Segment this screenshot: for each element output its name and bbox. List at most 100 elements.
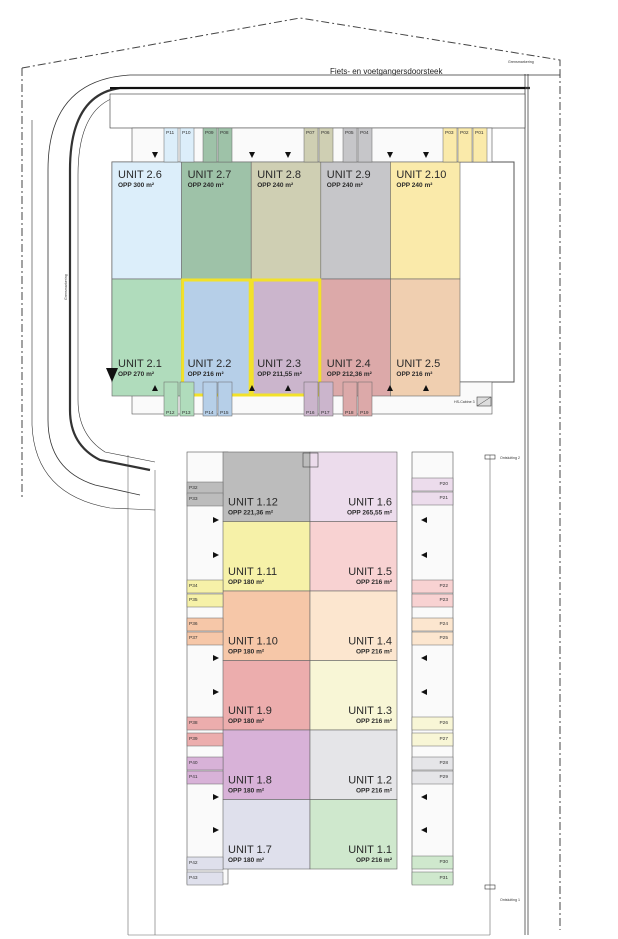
parking-spot: [457, 127, 473, 163]
unit-1-3[interactable]: [309, 660, 398, 731]
unit-title: UNIT 2.7: [188, 169, 232, 181]
unit-2-5[interactable]: [390, 278, 461, 397]
unit-2-2[interactable]: [181, 278, 252, 397]
unit-title: UNIT 2.4: [327, 358, 371, 370]
unit-1-5[interactable]: [309, 521, 398, 592]
unit-area: OPP 265,55 m²: [347, 510, 393, 517]
door-arrow-icon: [423, 152, 429, 158]
unit-2-7[interactable]: [181, 161, 252, 280]
door-arrow-icon: [213, 655, 219, 661]
unit-1-9[interactable]: [222, 660, 311, 731]
parking-label: P14: [205, 410, 214, 416]
parking-spot: [357, 127, 373, 163]
parking-label: P17: [321, 410, 330, 416]
parking-label: P02: [460, 130, 469, 136]
left-road-label: Grensmarkering: [64, 274, 68, 300]
door-arrow-icon: [285, 152, 291, 158]
parking-label: P12: [166, 410, 175, 416]
unit-2-3[interactable]: [250, 278, 322, 397]
unit-title: UNIT 2.6: [118, 169, 162, 181]
door-arrow-icon: [249, 385, 255, 391]
door-arrow-icon: [213, 827, 219, 833]
unit-1-4[interactable]: [309, 590, 398, 661]
parking-label: P23: [439, 597, 448, 603]
parking-label: P06: [321, 130, 330, 136]
unit-area: OPP 300 m²: [118, 182, 155, 189]
door-arrow-icon: [152, 152, 158, 158]
door-arrow-icon: [213, 517, 219, 523]
parking-label: P30: [439, 859, 448, 865]
parking-label: P39: [189, 736, 198, 742]
parking-spot: [411, 617, 454, 632]
unit-1-8[interactable]: [222, 729, 311, 800]
parking-spot: [163, 127, 179, 163]
unit-2-10[interactable]: [390, 161, 461, 280]
door-arrow-icon: [421, 689, 427, 695]
unit-title: UNIT 2.2: [188, 358, 232, 370]
unit-2-1[interactable]: [111, 278, 182, 397]
unit-1-1[interactable]: [309, 799, 398, 870]
unit-area: OPP 216 m²: [356, 649, 393, 656]
unit-2-4[interactable]: [320, 278, 391, 397]
door-arrow-icon: [213, 552, 219, 558]
parking-spot: [411, 631, 454, 646]
parking-spot: [202, 127, 218, 163]
unit-1-2[interactable]: [309, 729, 398, 800]
unit-area: OPP 212,36 m²: [327, 371, 373, 378]
door-arrow-icon: [421, 655, 427, 661]
parking-spot: [202, 381, 218, 417]
unit-highlight: [250, 278, 322, 397]
parking-spot: [472, 127, 488, 163]
parking-spot: [186, 732, 224, 747]
access-road: [31, 74, 560, 511]
unit-area: OPP 180 m²: [228, 788, 265, 795]
unit-area: OPP 216 m²: [356, 788, 393, 795]
unit-1-12[interactable]: [222, 451, 311, 522]
unit-area: OPP 180 m²: [228, 857, 265, 864]
unit-title: UNIT 1.1: [348, 844, 392, 856]
parking-label: P32: [189, 485, 198, 491]
unit-title: UNIT 2.8: [257, 169, 301, 181]
parking-label: P22: [439, 583, 448, 589]
access-bottom-label: Ontsluiting 1: [500, 898, 520, 902]
parking-label: P25: [439, 635, 448, 641]
parking-spot: [186, 631, 224, 646]
door-arrow-icon: [213, 689, 219, 695]
parking-spot: [411, 491, 454, 506]
unit-2-8[interactable]: [250, 161, 322, 280]
unit-1-11[interactable]: [222, 521, 311, 592]
unit-title: UNIT 2.10: [396, 169, 446, 181]
parking-label: P01: [475, 130, 484, 136]
door-arrow-icon: [387, 152, 393, 158]
parking-spot: [217, 127, 233, 163]
unit-area: OPP 240 m²: [257, 182, 294, 189]
parking-label: P04: [360, 130, 369, 136]
unit-title: UNIT 1.9: [228, 705, 272, 717]
door-arrow-icon: [421, 552, 427, 558]
parking-spot: [357, 381, 373, 417]
unit-2-6[interactable]: [111, 161, 182, 280]
unit-title: UNIT 1.5: [348, 566, 392, 578]
parking-spot: [186, 756, 224, 771]
unit-title: UNIT 1.6: [348, 497, 392, 509]
unit-area: OPP 216 m²: [356, 579, 393, 586]
parking-label: P26: [439, 720, 448, 726]
parking-spot: [342, 381, 358, 417]
parking-label: P36: [189, 621, 198, 627]
door-arrow-icon: [152, 385, 158, 391]
unit-title: UNIT 1.3: [348, 705, 392, 717]
parking-label: P19: [360, 410, 369, 416]
unit-area: OPP 180 m²: [228, 579, 265, 586]
parking-spot: [163, 381, 179, 417]
unit-area: OPP 211,55 m²: [257, 371, 303, 378]
unit-1-7[interactable]: [222, 799, 311, 870]
parking-spot: [186, 593, 224, 608]
unit-title: UNIT 1.11: [228, 566, 277, 578]
parking-spot: [411, 579, 454, 594]
unit-title: UNIT 1.2: [348, 775, 392, 787]
parking-label: P08: [220, 130, 229, 136]
parking-spot: [411, 477, 454, 492]
door-arrow-icon: [423, 385, 429, 391]
